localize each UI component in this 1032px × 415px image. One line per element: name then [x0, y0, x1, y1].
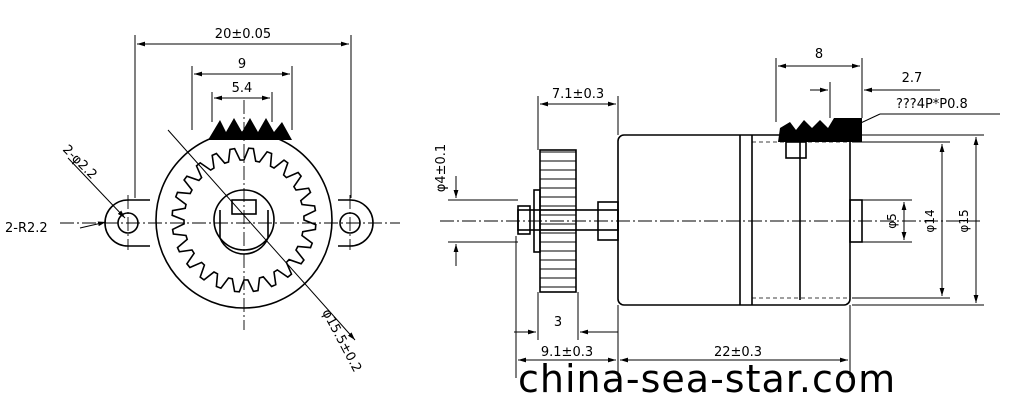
body-dia-label: φ15 [957, 209, 971, 232]
gear-hub [213, 189, 275, 251]
rear-boss [849, 199, 863, 243]
d-shaft [219, 210, 269, 255]
gear-teeth [171, 147, 317, 293]
gear-flange [533, 189, 541, 253]
watermark-text: china-sea-star.com [518, 357, 896, 401]
hole-dia-label: 2-φ2.2 [59, 142, 99, 182]
side-gear [540, 151, 576, 288]
connector-offset-label: 2.7 [902, 71, 923, 86]
right-mount-hole [339, 212, 361, 234]
shaft [517, 209, 619, 231]
left-mount-hole [117, 212, 139, 234]
shaft-flat [231, 199, 257, 215]
rack-width-label: 9 [238, 57, 246, 72]
pitch-dia-label: φ15.5±0.2 [318, 307, 364, 375]
overall-width-label: 20±0.05 [215, 27, 271, 42]
motor-body [617, 134, 851, 306]
body-inner-dia-label: φ14 [923, 209, 937, 232]
gear-offset-label: 7.1±0.3 [552, 87, 604, 102]
shaft-dia-label: φ4±0.1 [434, 144, 449, 192]
shaft-length-label: 9.1±0.3 [541, 345, 593, 360]
shaft-tip [517, 205, 531, 235]
side-view: 8 2.7 ???4P*P0.8 7.1±0.3 φ4±0.1 3 9.1±0. [434, 47, 1000, 378]
connector [778, 118, 862, 159]
boss-dia-label: φ5 [885, 213, 899, 229]
gear-thickness-label: 3 [554, 315, 562, 330]
front-gear [171, 147, 317, 293]
top-rack [208, 118, 292, 140]
rack-inner-label: 5.4 [232, 81, 253, 96]
connector-spec-label: ???4P*P0.8 [896, 97, 968, 112]
connector-width-label: 8 [815, 47, 823, 62]
hole-radius-label: 2-R2.2 [5, 221, 48, 236]
body-length-label: 22±0.3 [714, 345, 762, 360]
front-view: 20±0.05 9 5.4 2-φ2.2 2-R2.2 φ15.5±0.2 [5, 27, 400, 375]
